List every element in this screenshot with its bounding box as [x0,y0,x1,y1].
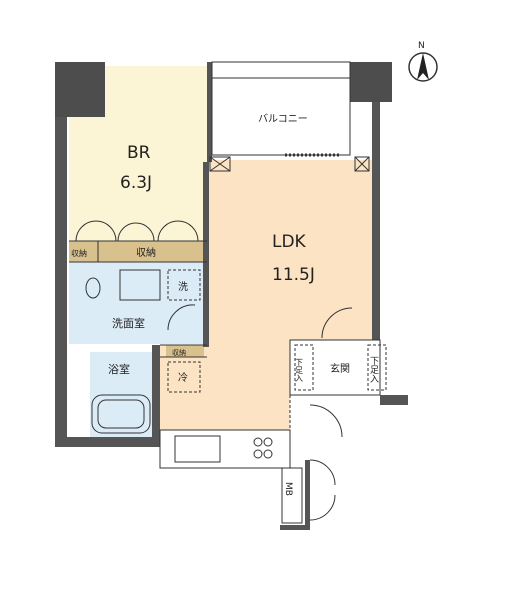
storage-small-label: 収納 [172,348,186,357]
closet-doors [75,220,199,242]
entrance [289,339,381,396]
closet-small-label: 収納 [71,248,87,258]
bathroom-label: 浴室 [108,362,130,376]
fridge-label: 冷 [178,371,188,384]
washroom-label: 洗面室 [112,316,145,330]
closet-floor [69,241,207,262]
ac-units [209,156,370,172]
wall-right-lower [380,395,408,405]
ldk-floor-kitchen [160,345,290,430]
bedroom-name: BR [127,143,151,163]
shoe-cabinet-left [294,344,314,391]
wall-bath-right [152,345,160,445]
wall-right [372,95,380,345]
pillar-top-right [350,62,392,102]
meter-box-label: MB [283,482,293,496]
wall-left [55,62,67,447]
vanity-icon [119,269,161,301]
shoe-cabinet-right [367,344,387,391]
closet-label: 収納 [136,246,156,259]
ldk-name: LDK [272,232,307,252]
shoe-left-label: 下足入 [295,358,304,382]
wall-mb [305,460,310,525]
balcony-label: バルコニー [258,113,308,125]
shoe-right-label: 下足入 [368,356,379,383]
ldk-size: 11.5J [272,265,315,285]
bedroom-size: 6.3J [120,173,152,193]
compass: N [408,41,438,82]
north-arrow-icon [417,53,429,80]
ac-left-icon [209,156,231,172]
pillar-top-left [55,62,105,117]
wall-partition [203,162,209,347]
compass-north-label: N [418,41,425,51]
entrance-label: 玄関 [330,362,350,375]
wall-bottom-left [55,437,161,447]
mb-door-top [309,459,336,486]
wall-bedroom-right [207,62,212,162]
wall-mb-bottom [280,525,310,530]
walls [55,62,408,530]
ldk-door [321,307,353,339]
mb-door-bottom [309,494,336,521]
fridge-space [167,361,201,393]
washroom-floor [69,262,207,344]
sink-icon [174,435,221,463]
bathtub-icon [91,394,151,434]
toilet-icon [85,277,101,299]
washer-label: 洗 [178,281,188,293]
washroom-fixtures [85,269,201,331]
ac-right-icon [354,156,370,172]
balcony [211,61,351,156]
storage-small-floor [166,345,204,357]
washroom-door [167,304,196,331]
stove-burner-icon [253,437,263,447]
washer-space [167,269,201,301]
meter-box [281,467,303,524]
front-door [309,404,343,438]
